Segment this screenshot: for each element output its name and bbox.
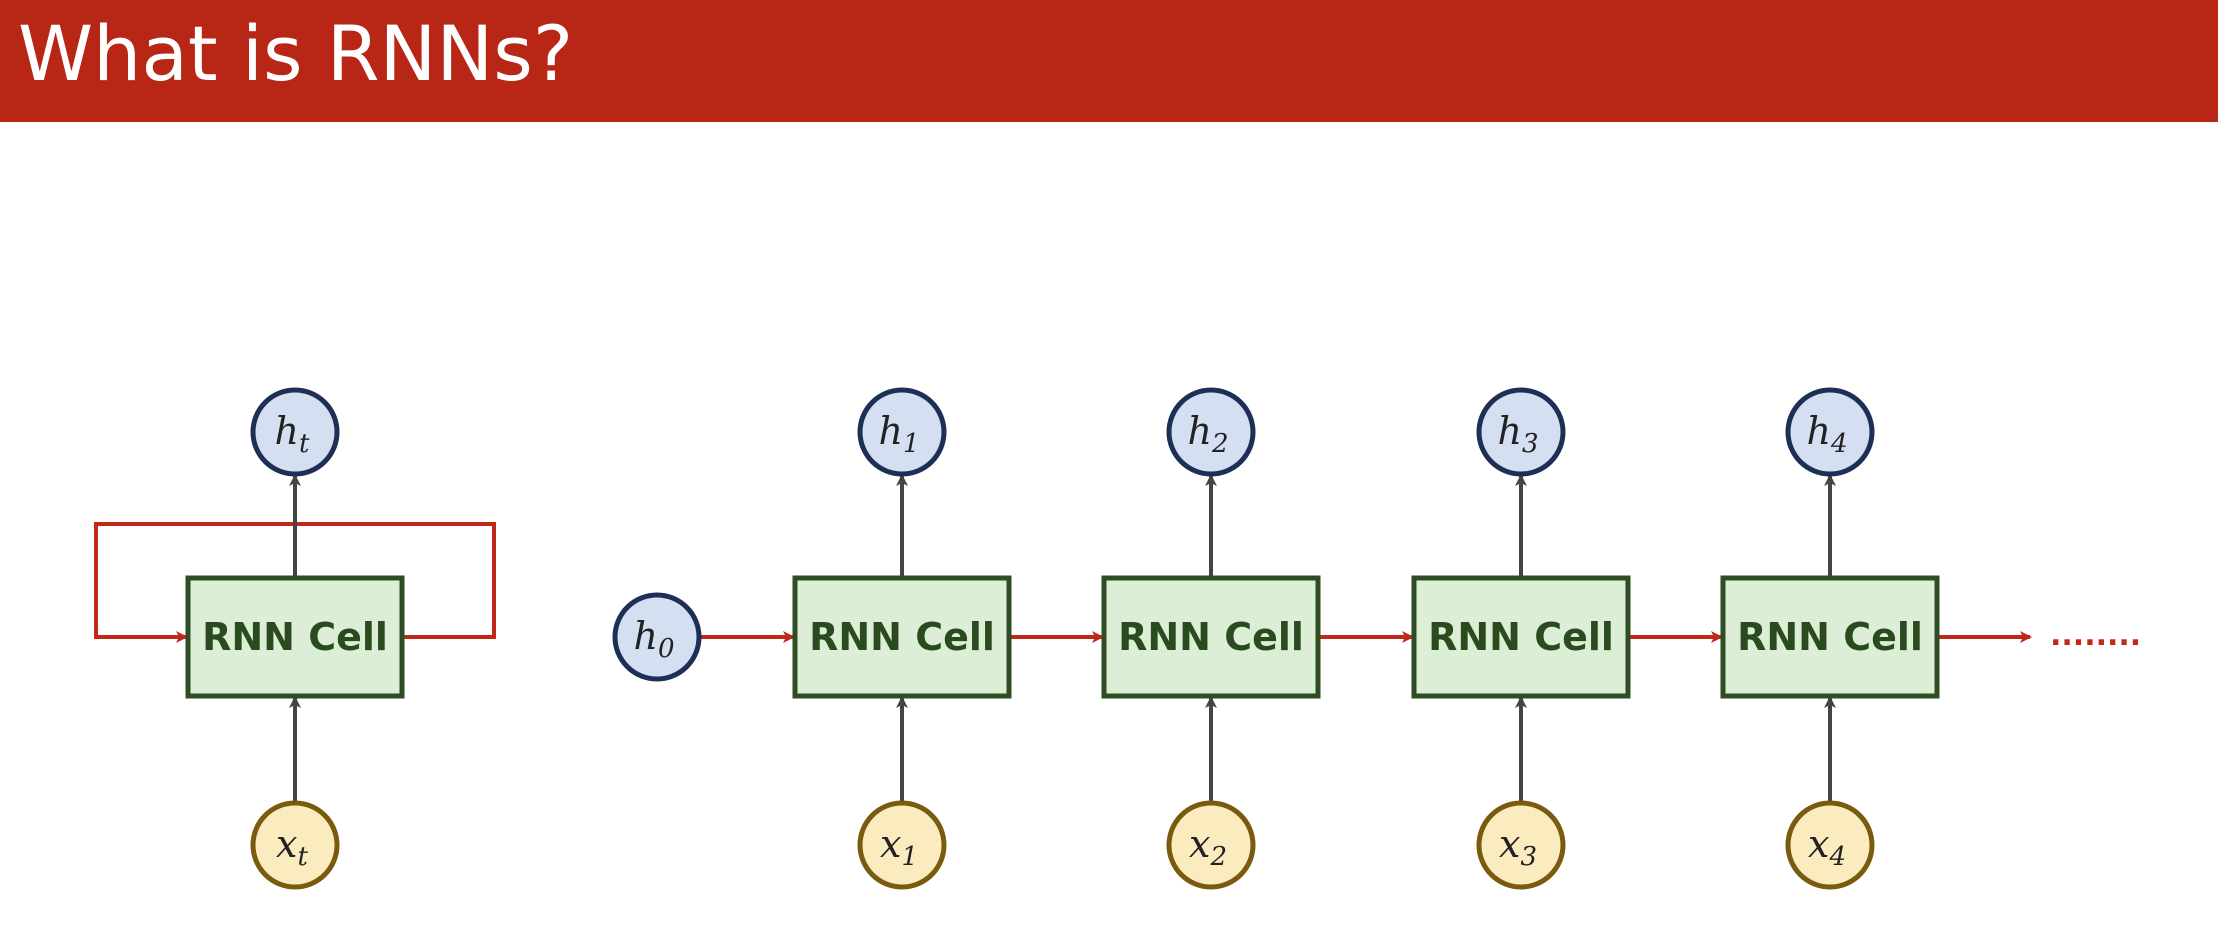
input-node-x4: x4 <box>1785 800 1875 890</box>
input-node-x2: x2 <box>1166 800 1256 890</box>
output-node-h3-symbol: h <box>1497 409 1521 453</box>
arrows-layer <box>94 474 2032 803</box>
folded-output-node-ht-symbol: h <box>275 409 299 453</box>
rnn-cell-3-box <box>1411 575 1631 699</box>
output-node-h1-subscript: 1 <box>903 429 920 459</box>
rnn-cell-4-box <box>1720 575 1940 699</box>
input-node-x4-label: x4 <box>1808 822 1846 872</box>
input-node-x2-symbol: x <box>1189 822 1210 866</box>
rnn-cell-4: RNN Cell <box>1720 575 1940 699</box>
input-node-x4-symbol: x <box>1808 822 1829 866</box>
output-node-h2: h2 <box>1166 387 1256 477</box>
rnn-cell-4-label: RNN Cell <box>1737 615 1923 659</box>
input-node-x4-circle <box>1785 800 1875 890</box>
rnn-cell-3: RNN Cell <box>1411 575 1631 699</box>
folded-rnn-cell: RNN Cell <box>185 575 405 699</box>
rnn-cell-1-box <box>792 575 1012 699</box>
output-node-h2-circle <box>1166 387 1256 477</box>
input-node-x3-symbol: x <box>1499 822 1520 866</box>
output-node-h2-symbol: h <box>1187 409 1211 453</box>
output-node-h1-circle <box>857 387 947 477</box>
folded-input-node-xt-circle <box>250 800 340 890</box>
initial-state-node-h0-label: h0 <box>633 614 674 664</box>
output-node-h2-subscript: 2 <box>1211 429 1229 459</box>
rnn-cell-2-label: RNN Cell <box>1118 615 1304 659</box>
rnn-cell-3-label: RNN Cell <box>1428 615 1614 659</box>
input-node-x4-subscript: 4 <box>1828 842 1846 872</box>
initial-state-node-h0-symbol: h <box>633 614 657 658</box>
output-node-h2-label: h2 <box>1187 409 1228 459</box>
initial-state-node-h0: h0 <box>612 592 702 682</box>
title-bar: What is RNNs? <box>0 0 2218 122</box>
rnn-cell-2: RNN Cell <box>1101 575 1321 699</box>
folded-input-node-xt: xt <box>250 800 340 890</box>
output-node-h3-label: h3 <box>1497 409 1538 459</box>
folded-rnn-cell-box <box>185 575 405 699</box>
output-node-h4-circle <box>1785 387 1875 477</box>
input-node-x3-circle <box>1476 800 1566 890</box>
input-node-x2-circle <box>1166 800 1256 890</box>
folded-output-node-ht-circle <box>250 387 340 477</box>
continuation-dots: ........ <box>2050 618 2141 653</box>
input-node-x1-label: x1 <box>880 822 918 872</box>
folded-rnn-cell-label: RNN Cell <box>202 615 388 659</box>
rnn-cell-2-box <box>1101 575 1321 699</box>
output-node-h4: h4 <box>1785 387 1875 477</box>
output-node-h1: h1 <box>857 387 947 477</box>
output-node-h4-label: h4 <box>1806 409 1847 459</box>
folded-output-node-ht-subscript: t <box>299 429 310 459</box>
output-node-h4-symbol: h <box>1806 409 1830 453</box>
input-node-x1: x1 <box>857 800 947 890</box>
output-node-h3-subscript: 3 <box>1522 429 1539 459</box>
input-node-x1-circle <box>857 800 947 890</box>
rnn-cell-1-label: RNN Cell <box>809 615 995 659</box>
input-node-x3-label: x3 <box>1499 822 1537 872</box>
output-node-h3-circle <box>1476 387 1566 477</box>
folded-input-node-xt-subscript: t <box>297 842 308 872</box>
input-node-x2-subscript: 2 <box>1209 842 1227 872</box>
folded-input-node-xt-label: xt <box>276 822 308 872</box>
initial-state-node-h0-subscript: 0 <box>658 634 675 664</box>
output-node-h1-symbol: h <box>878 409 902 453</box>
folded-output-node-ht-label: ht <box>275 409 310 459</box>
folded-output-node-ht: ht <box>250 387 340 477</box>
output-node-h1-label: h1 <box>878 409 919 459</box>
initial-state-node-h0-circle <box>612 592 702 682</box>
output-node-h3: h3 <box>1476 387 1566 477</box>
input-node-x3-subscript: 3 <box>1520 842 1537 872</box>
output-node-h4-subscript: 4 <box>1830 429 1848 459</box>
rnn-cell-1: RNN Cell <box>792 575 1012 699</box>
input-node-x2-label: x2 <box>1189 822 1227 872</box>
input-node-x1-symbol: x <box>880 822 901 866</box>
folded-input-node-xt-symbol: x <box>276 822 297 866</box>
slide-title: What is RNNs? <box>18 9 574 98</box>
input-node-x3: x3 <box>1476 800 1566 890</box>
input-node-x1-subscript: 1 <box>901 842 918 872</box>
